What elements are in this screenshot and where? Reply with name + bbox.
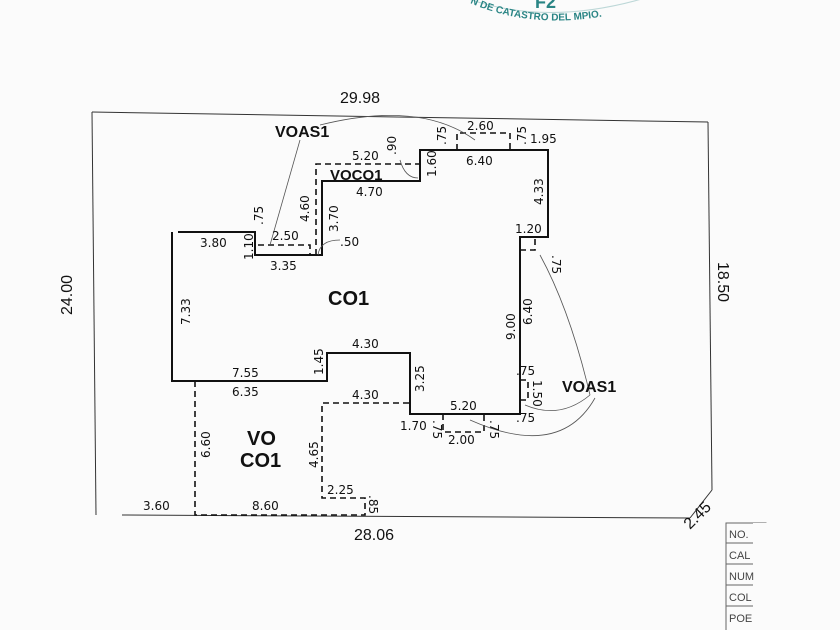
title-block-cell: CAL bbox=[729, 550, 750, 562]
dim-label: 4.30 bbox=[352, 388, 379, 402]
dim-label: 6.40 bbox=[466, 154, 493, 168]
lot-bottom-dimension: 28.06 bbox=[354, 527, 394, 544]
dim-label: 4.65 bbox=[307, 441, 321, 468]
dim-label: 6.60 bbox=[199, 431, 213, 458]
dim-label: 2.25 bbox=[327, 483, 354, 497]
dim-label: 3.60 bbox=[143, 499, 170, 513]
zone-label-voco1: VOCO1 bbox=[330, 167, 383, 184]
dim-label: 3.70 bbox=[327, 205, 341, 232]
dim-label: 3.35 bbox=[270, 259, 297, 273]
zone-label-vo: VO bbox=[247, 428, 276, 450]
dim-label: .75 bbox=[252, 206, 266, 225]
building-footprint bbox=[171, 149, 549, 415]
lot-top-dimension: 29.98 bbox=[340, 90, 380, 107]
dim-label: 4.33 bbox=[532, 178, 546, 205]
title-block-cell: NUM bbox=[729, 571, 754, 583]
dim-label: 4.30 bbox=[352, 337, 379, 351]
dim-label: 5.20 bbox=[450, 399, 477, 413]
lot-left-dimension: 24.00 bbox=[59, 275, 76, 315]
dim-label: .75 bbox=[549, 255, 563, 274]
zone-label-voas1-top: VOAS1 bbox=[275, 124, 329, 141]
dim-label: 4.60 bbox=[298, 195, 312, 222]
dim-label: 7.33 bbox=[179, 298, 193, 325]
leader-lines bbox=[269, 114, 596, 437]
dim-label: 3.80 bbox=[200, 236, 227, 250]
dim-label: 1.20 bbox=[515, 222, 542, 236]
dim-label: 3.25 bbox=[413, 365, 427, 392]
dim-label: 1.60 bbox=[425, 150, 439, 177]
lot-right-dimension: 18.50 bbox=[714, 262, 731, 302]
dim-label: 1.10 bbox=[242, 233, 256, 260]
dim-label: 2.50 bbox=[272, 229, 299, 243]
dashed-setback-lines bbox=[194, 132, 536, 516]
dim-label: 1.70 bbox=[400, 419, 427, 433]
dimension-labels: 3.80 1.10 .75 2.50 3.35 4.60 3.70 .50 5.… bbox=[143, 119, 563, 514]
dim-label: 9.00 bbox=[504, 313, 518, 340]
dim-label: .75 bbox=[516, 364, 535, 378]
zone-label-vo-co1: CO1 bbox=[240, 450, 281, 472]
dim-label: 6.35 bbox=[232, 385, 259, 399]
dim-label: .90 bbox=[385, 136, 399, 155]
cadastre-stamp: F2 N DE CATASTRO DEL MPIO. bbox=[469, 0, 640, 24]
dim-label: .75 bbox=[487, 420, 501, 439]
lot-corner-dimension: 2.45 bbox=[681, 499, 715, 533]
dim-label: 1.45 bbox=[312, 348, 326, 375]
zone-label-voas1-right: VOAS1 bbox=[562, 379, 616, 396]
dim-label: 5.20 bbox=[352, 149, 379, 163]
dim-label: .75 bbox=[516, 411, 535, 425]
title-block-cell: NO. bbox=[729, 529, 749, 541]
dim-label: .75 bbox=[430, 420, 444, 439]
stamp-code: F2 bbox=[535, 0, 556, 12]
dim-label: 4.70 bbox=[356, 185, 383, 199]
zone-label-co1: CO1 bbox=[328, 288, 369, 310]
dim-label: 7.55 bbox=[232, 366, 259, 380]
title-block-cell: COL bbox=[729, 592, 752, 604]
dim-label: .75 bbox=[435, 126, 449, 145]
title-block-table: NO. CAL NUM COL POE bbox=[725, 522, 767, 630]
dim-label: 8.60 bbox=[252, 499, 279, 513]
dim-label: .75 bbox=[515, 126, 529, 145]
dim-label: .85 bbox=[366, 495, 380, 514]
dim-label: 1.50 bbox=[530, 380, 544, 407]
dim-label: 6.40 bbox=[521, 298, 535, 325]
dim-label: 2.60 bbox=[467, 119, 494, 133]
dim-label: .50 bbox=[340, 235, 359, 249]
title-block-cell: POE bbox=[729, 613, 752, 625]
dim-label: 2.00 bbox=[448, 433, 475, 447]
dim-label: 1.95 bbox=[530, 132, 557, 146]
